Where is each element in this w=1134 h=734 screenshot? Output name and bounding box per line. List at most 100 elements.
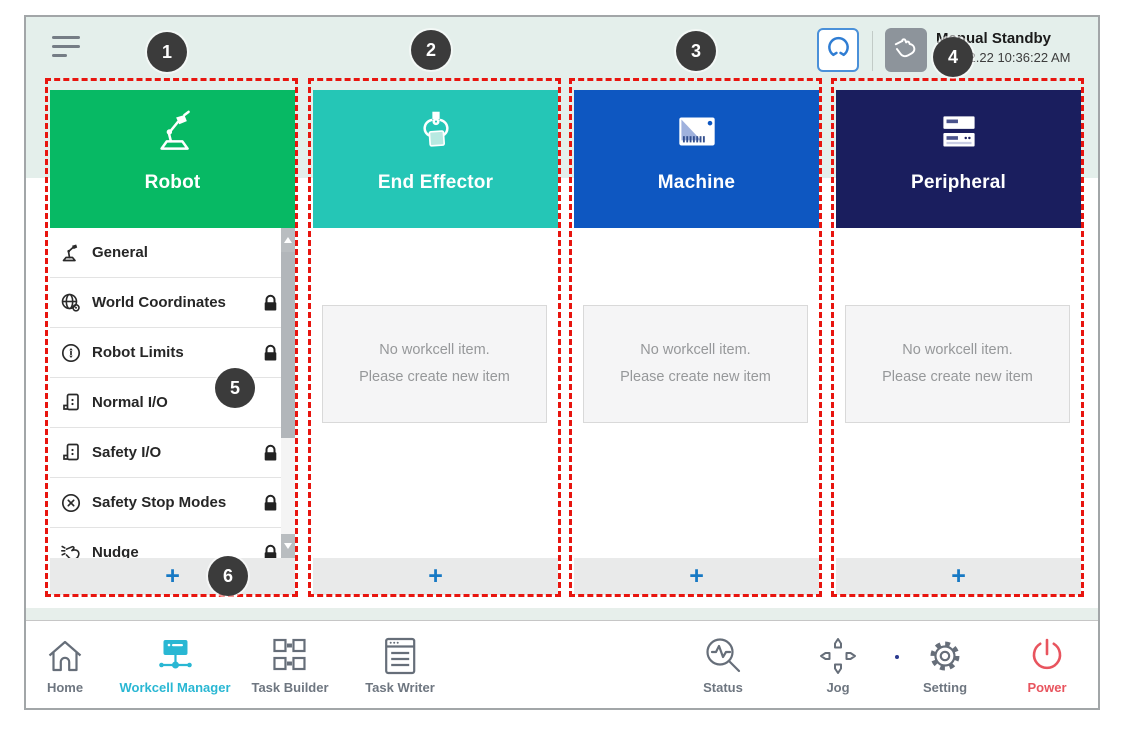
menu-scrollbar[interactable] xyxy=(281,228,295,558)
nav-item-power[interactable]: Power xyxy=(1025,633,1069,695)
nav-label: Task Writer xyxy=(365,680,435,695)
placeholder-line2: Please create new item xyxy=(620,369,771,385)
nav-label: Setting xyxy=(922,680,968,695)
menu-item-world-coordinates[interactable]: World Coordinates xyxy=(50,278,295,328)
callout-badge-2: 2 xyxy=(411,30,451,70)
lock-icon xyxy=(262,494,279,512)
placeholder-line1: No workcell item. xyxy=(640,342,751,358)
gear-icon xyxy=(923,633,967,679)
gripper-icon xyxy=(825,34,852,66)
menu-item-normal-io[interactable]: Normal I/O xyxy=(50,378,295,428)
callout-badge-1: 1 xyxy=(147,32,187,72)
nav-item-task-writer[interactable]: Task Writer xyxy=(365,633,435,695)
triangle-up-icon xyxy=(284,237,292,243)
menu-item-safety-io[interactable]: Safety I/O xyxy=(50,428,295,478)
nav-item-workcell-manager[interactable]: Workcell Manager xyxy=(119,633,231,695)
placeholder-line2: Please create new item xyxy=(359,369,510,385)
plus-icon: + xyxy=(689,562,704,590)
callout-badge-3: 3 xyxy=(676,31,716,71)
add-machine-item-button[interactable]: + xyxy=(574,558,819,595)
robot-arm-icon xyxy=(147,104,199,160)
add-robot-item-button[interactable]: + xyxy=(50,558,295,595)
scroll-down-button[interactable] xyxy=(281,534,295,558)
plus-icon: + xyxy=(165,562,180,590)
add-end-effector-item-button[interactable]: + xyxy=(313,558,558,595)
menu-item-label: Safety I/O xyxy=(92,444,162,461)
callout-badge-4: 4 xyxy=(933,37,973,77)
io-icon xyxy=(58,391,84,415)
end-effector-header-card[interactable]: End Effector xyxy=(313,90,558,228)
menu-item-robot-limits[interactable]: Robot Limits xyxy=(50,328,295,378)
tool-gripper-button[interactable] xyxy=(817,28,859,72)
plus-icon: + xyxy=(428,562,443,590)
nav-label: Task Builder xyxy=(251,680,329,695)
menu-item-safety-stop-modes[interactable]: Safety Stop Modes xyxy=(50,478,295,528)
toolbar-divider xyxy=(872,31,873,71)
peripheral-header-card[interactable]: Peripheral xyxy=(836,90,1081,228)
plus-icon: + xyxy=(951,562,966,590)
nav-label: Workcell Manager xyxy=(119,680,231,695)
placeholder-line2: Please create new item xyxy=(882,369,1033,385)
manual-mode-button[interactable] xyxy=(885,28,927,72)
lock-icon xyxy=(262,294,279,312)
nav-item-home[interactable]: Home xyxy=(43,633,87,695)
placeholder-line1: No workcell item. xyxy=(379,342,490,358)
nav-item-task-builder[interactable]: Task Builder xyxy=(251,633,329,695)
bottom-navigation-bar: Home Workcell Manager xyxy=(26,620,1098,708)
column-machine: Machine No workcell item. Please create … xyxy=(574,90,819,423)
column-title: Machine xyxy=(657,172,736,193)
globe-icon xyxy=(58,291,84,315)
nudge-hand-icon xyxy=(58,541,84,558)
robot-arm-small-icon xyxy=(58,241,84,265)
workcell-manager-icon xyxy=(153,633,197,679)
hamburger-menu-icon[interactable] xyxy=(52,36,82,62)
column-peripheral: Peripheral No workcell item. Please crea… xyxy=(836,90,1081,423)
robot-header-card[interactable]: Robot xyxy=(50,90,295,228)
robot-menu-list: General World Coordinates xyxy=(50,228,295,558)
io-icon xyxy=(58,441,84,465)
callout-badge-6: 6 xyxy=(208,556,248,596)
power-icon xyxy=(1025,633,1069,679)
menu-item-general[interactable]: General xyxy=(50,228,295,278)
scrollbar-thumb[interactable] xyxy=(281,252,295,438)
home-icon xyxy=(43,633,87,679)
triangle-down-icon xyxy=(284,543,292,549)
machine-icon xyxy=(671,104,723,160)
empty-workcell-placeholder: No workcell item. Please create new item xyxy=(322,305,547,423)
machine-header-card[interactable]: Machine xyxy=(574,90,819,228)
server-rack-icon xyxy=(933,104,985,160)
task-writer-icon xyxy=(378,633,422,679)
nav-label: Status xyxy=(703,680,743,695)
app-window: Manual Standby 2022.2.22 10:36:22 AM Rob… xyxy=(24,15,1100,710)
menu-item-nudge[interactable]: Nudge xyxy=(50,528,295,558)
scroll-up-button[interactable] xyxy=(281,228,295,252)
status-monitor-icon xyxy=(701,633,745,679)
column-title: End Effector xyxy=(377,172,494,193)
add-peripheral-item-button[interactable]: + xyxy=(836,558,1081,595)
nav-item-setting[interactable]: Setting xyxy=(923,633,967,695)
jog-dpad-icon xyxy=(816,633,860,679)
menu-item-label: Nudge xyxy=(92,544,139,558)
task-builder-icon xyxy=(268,633,312,679)
hand-icon xyxy=(892,34,920,67)
menu-item-label: Safety Stop Modes xyxy=(92,494,227,511)
empty-workcell-placeholder: No workcell item. Please create new item xyxy=(845,305,1070,423)
column-end-effector: End Effector No workcell item. Please cr… xyxy=(313,90,558,423)
nav-label: Home xyxy=(46,680,84,695)
column-title: Robot xyxy=(144,172,201,193)
nav-item-jog[interactable]: Jog xyxy=(816,633,860,695)
lock-icon xyxy=(262,444,279,462)
empty-workcell-placeholder: No workcell item. Please create new item xyxy=(583,305,808,423)
placeholder-line1: No workcell item. xyxy=(902,342,1013,358)
menu-item-label: World Coordinates xyxy=(92,294,226,311)
nav-item-status[interactable]: Status xyxy=(701,633,745,695)
nav-label: Jog xyxy=(826,680,850,695)
menu-item-label: Robot Limits xyxy=(92,344,184,361)
small-dot-marker xyxy=(895,655,899,659)
column-robot: Robot General xyxy=(50,90,295,558)
lock-icon xyxy=(262,544,279,558)
callout-badge-5: 5 xyxy=(215,368,255,408)
limits-icon xyxy=(58,341,84,365)
lock-icon xyxy=(262,344,279,362)
